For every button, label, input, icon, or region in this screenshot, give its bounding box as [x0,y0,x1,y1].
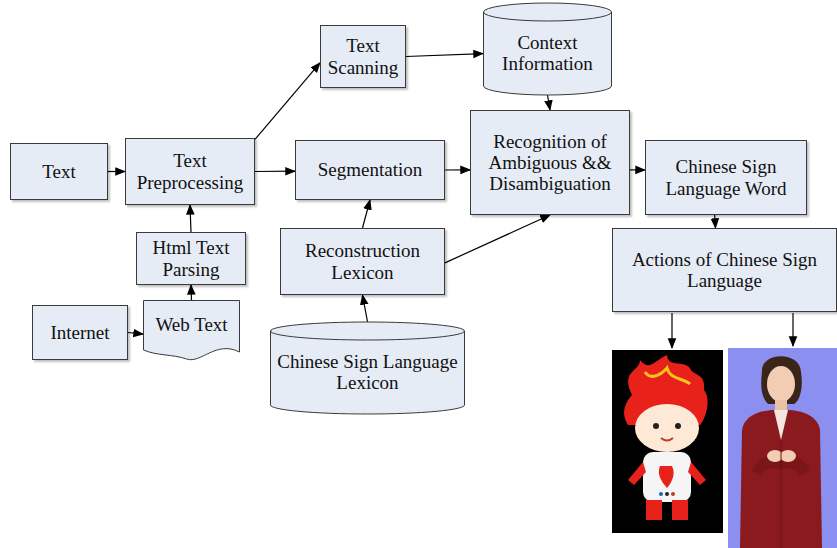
process-box: Chinese Sign Language Word [645,140,807,215]
flow-arrow [445,215,550,263]
process-box: Text Preprocessing [125,138,255,205]
arrow-line [671,313,672,348]
arrow-line [792,313,793,346]
node-label: Text [36,161,82,182]
storage-cylinder: Chinese Sign Language Lexicon [270,322,465,414]
node-label: Internet [44,322,115,343]
flow-arrow [128,333,143,335]
flow-arrow [255,63,320,140]
node-label: Text Scanning [321,35,405,78]
node-label: Html Text Parsing [137,237,245,280]
flow-arrow [190,205,191,232]
node-label: Recognition of Ambiguous && Disambiguati… [471,131,629,195]
signer-figure [728,348,837,548]
flow-arrow [108,171,125,172]
node-label: Web Text [149,314,233,335]
process-box: Recognition of Ambiguous && Disambiguati… [470,110,630,215]
flow-arrow [406,54,483,57]
node-label: Chinese Sign Language Word [646,156,806,199]
node-label: Text Preprocessing [126,150,254,193]
document-shape: Web Text [143,300,240,362]
source-box: Internet [32,305,128,360]
process-box: Reconstruction Lexicon [280,228,445,295]
process-box: Text Scanning [320,25,406,88]
node-label: Segmentation [312,159,428,180]
storage-cylinder: Context Information [483,3,612,95]
node-label: Actions of Chinese Sign Language [613,249,836,292]
process-box: Segmentation [295,140,445,200]
flow-arrow [548,95,551,110]
flow-arrow [255,171,295,173]
process-box: Html Text Parsing [136,232,246,285]
flow-arrow [190,285,192,300]
flow-arrow [630,169,645,170]
node-label: Context Information [483,32,612,75]
flow-arrow [445,169,470,170]
mascot-figure [612,350,723,533]
flow-arrow [363,200,371,228]
flow-arrow [714,215,716,228]
flow-arrow [363,295,368,322]
node-label: Chinese Sign Language Lexicon [270,351,465,394]
node-label: Reconstruction Lexicon [281,240,444,283]
input-box: Text [10,143,108,200]
process-box: Actions of Chinese Sign Language [612,228,837,312]
